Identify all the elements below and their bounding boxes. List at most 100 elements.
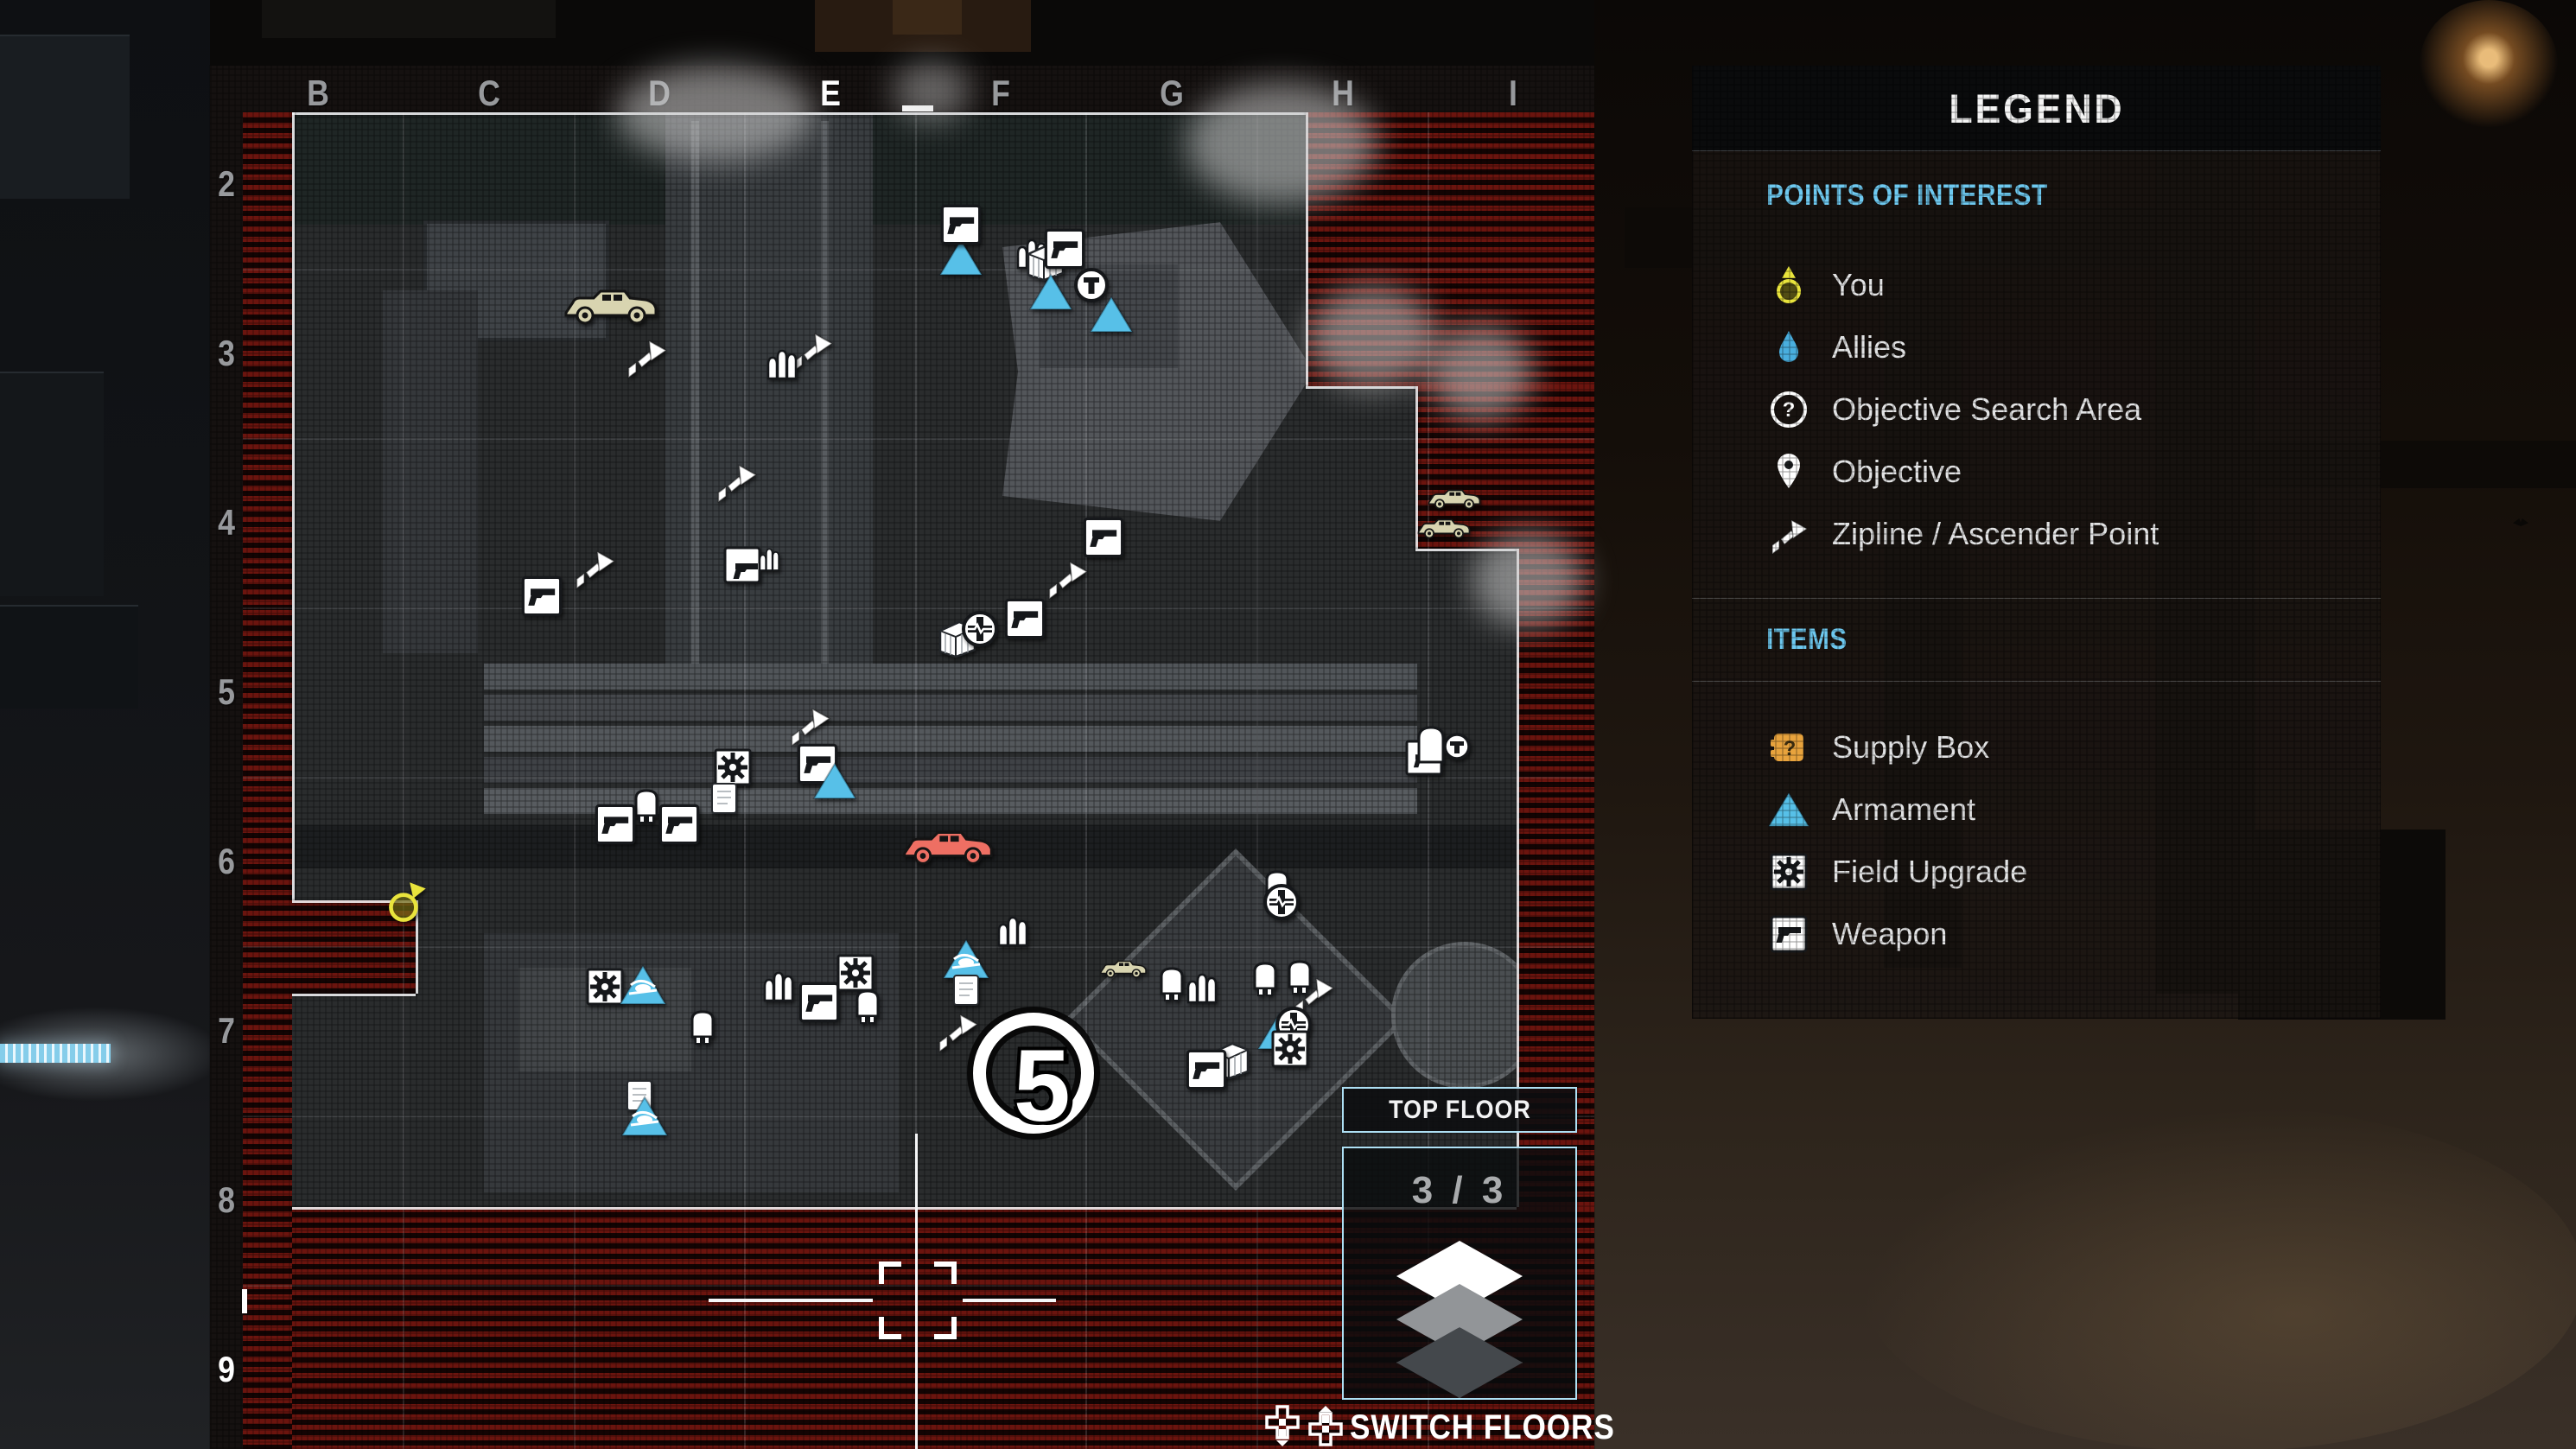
marker-medcircle xyxy=(960,609,1000,649)
marker-armament xyxy=(938,237,983,278)
signal-bar xyxy=(0,1044,111,1063)
marker-weapon xyxy=(795,741,840,786)
marker-armament xyxy=(1028,271,1073,313)
grid-column-label: C xyxy=(477,73,500,113)
legend-item-label: Field Upgrade xyxy=(1832,854,2028,889)
marker-weapon xyxy=(519,574,564,619)
marker-zipline xyxy=(935,1007,980,1053)
objective-circle: 5 xyxy=(973,1013,1094,1143)
grid-column-label: B xyxy=(307,73,329,113)
objective-pin-icon xyxy=(1766,449,1811,494)
cursor-hline-left xyxy=(709,1299,873,1302)
field-upgrade-icon xyxy=(1766,849,1811,894)
cursor-row-tick xyxy=(242,1289,247,1313)
marker-canister xyxy=(629,783,664,824)
marker-gear xyxy=(712,747,754,788)
grid-row-label: 9 xyxy=(218,1349,235,1389)
smoke-cloud xyxy=(1307,286,1437,390)
grid-row-label: 7 xyxy=(218,1010,235,1051)
marker-vehicle-tan xyxy=(1415,514,1473,539)
zipline-icon xyxy=(1766,512,1811,556)
legend-item-label: Objective Search Area xyxy=(1832,391,2142,427)
legend-item-label: Zipline / Ascender Point xyxy=(1832,516,2159,551)
legend-item: ? Objective Search Area xyxy=(1766,385,2381,434)
legend-section-title: ITEMS xyxy=(1766,623,1848,656)
grid-row-label: 2 xyxy=(218,163,235,204)
cursor-column-underscore xyxy=(902,105,933,111)
grid-column-label: F xyxy=(991,73,1011,113)
grid-row-label: 4 xyxy=(218,502,235,543)
marker-ammo xyxy=(995,907,1033,949)
legend-item-label: Supply Box xyxy=(1832,729,1990,765)
legend-header: LEGEND xyxy=(1692,66,2381,151)
marker-zipline xyxy=(572,544,617,590)
marker-weapon xyxy=(1184,1047,1229,1092)
marker-zipline xyxy=(714,458,759,504)
marker-vehicle-red xyxy=(898,823,998,867)
dpad-down-icon xyxy=(1263,1404,1301,1449)
dock-lamp-glow xyxy=(2420,0,2558,130)
cursor-bracket xyxy=(934,1262,957,1284)
supply-box-icon: ? xyxy=(1766,725,1811,770)
floor-layer-bottom xyxy=(1396,1327,1523,1398)
grid-column-label: E xyxy=(819,73,841,113)
marker-zipline xyxy=(787,702,832,747)
marker-weapon xyxy=(657,802,702,847)
marker-weapon xyxy=(1081,515,1126,560)
smoke-cloud xyxy=(1186,83,1377,204)
switch-floors-control[interactable]: SWITCH FLOORS xyxy=(1263,1404,1614,1449)
weapon-icon xyxy=(1766,912,1811,956)
marker-canister xyxy=(1282,954,1317,995)
smoke-cloud xyxy=(616,66,815,161)
bird-silhouette xyxy=(2513,518,2528,526)
cursor-bracket xyxy=(879,1262,901,1284)
legend-item: Objective xyxy=(1766,448,2381,496)
marker-weaponammo xyxy=(722,541,785,586)
marker-canister xyxy=(850,983,885,1025)
marker-dronetri xyxy=(620,1094,669,1139)
legend-item: Zipline / Ascender Point xyxy=(1766,510,2381,558)
legend-item: Allies xyxy=(1766,323,2381,372)
floor-count: 3 / 3 xyxy=(1411,1169,1508,1211)
marker-weaponplate xyxy=(1403,722,1472,778)
marker-dronetri xyxy=(942,937,990,982)
marker-zipline xyxy=(790,327,835,372)
floor-name-header: TOP FLOOR xyxy=(1342,1087,1577,1133)
marker-weapon xyxy=(797,980,842,1025)
ground-light xyxy=(1858,1106,2576,1449)
legend-item-label: Allies xyxy=(1832,329,1907,365)
cursor-vertical-line xyxy=(915,1134,918,1449)
svg-text:?: ? xyxy=(1784,737,1797,760)
legend-item: Armament xyxy=(1766,785,2381,834)
marker-canister xyxy=(685,1004,720,1045)
marker-weapon xyxy=(1002,596,1047,641)
out-of-bounds-left xyxy=(243,112,292,1449)
legend-item: ? Supply Box xyxy=(1766,723,2381,772)
legend-item-label: You xyxy=(1832,267,1885,302)
grid-row-label: 3 xyxy=(218,333,235,373)
legend-title: LEGEND xyxy=(1948,85,2125,131)
legend-item-label: Armament xyxy=(1832,791,1976,827)
grid-column-label: G xyxy=(1160,73,1184,113)
marker-gear xyxy=(835,952,876,994)
floor-selector[interactable]: 3 / 3 xyxy=(1342,1147,1577,1400)
cursor-hline-right xyxy=(963,1299,1056,1302)
legend-item-label: Objective xyxy=(1832,454,1962,489)
marker-armament xyxy=(812,760,857,802)
marker-canister xyxy=(1248,956,1282,997)
marker-dronetri xyxy=(619,963,667,1007)
marker-armament xyxy=(1089,294,1134,335)
legend-item: Weapon xyxy=(1766,910,2381,958)
smoke-cloud xyxy=(1428,325,1532,420)
svg-text:?: ? xyxy=(1783,398,1796,422)
marker-player xyxy=(379,877,433,931)
marker-medcircle xyxy=(1262,882,1301,922)
player-marker-icon xyxy=(1766,263,1811,308)
marker-ammo xyxy=(1184,964,1222,1006)
cursor-bracket xyxy=(879,1317,901,1339)
marker-ammo xyxy=(760,963,798,1004)
